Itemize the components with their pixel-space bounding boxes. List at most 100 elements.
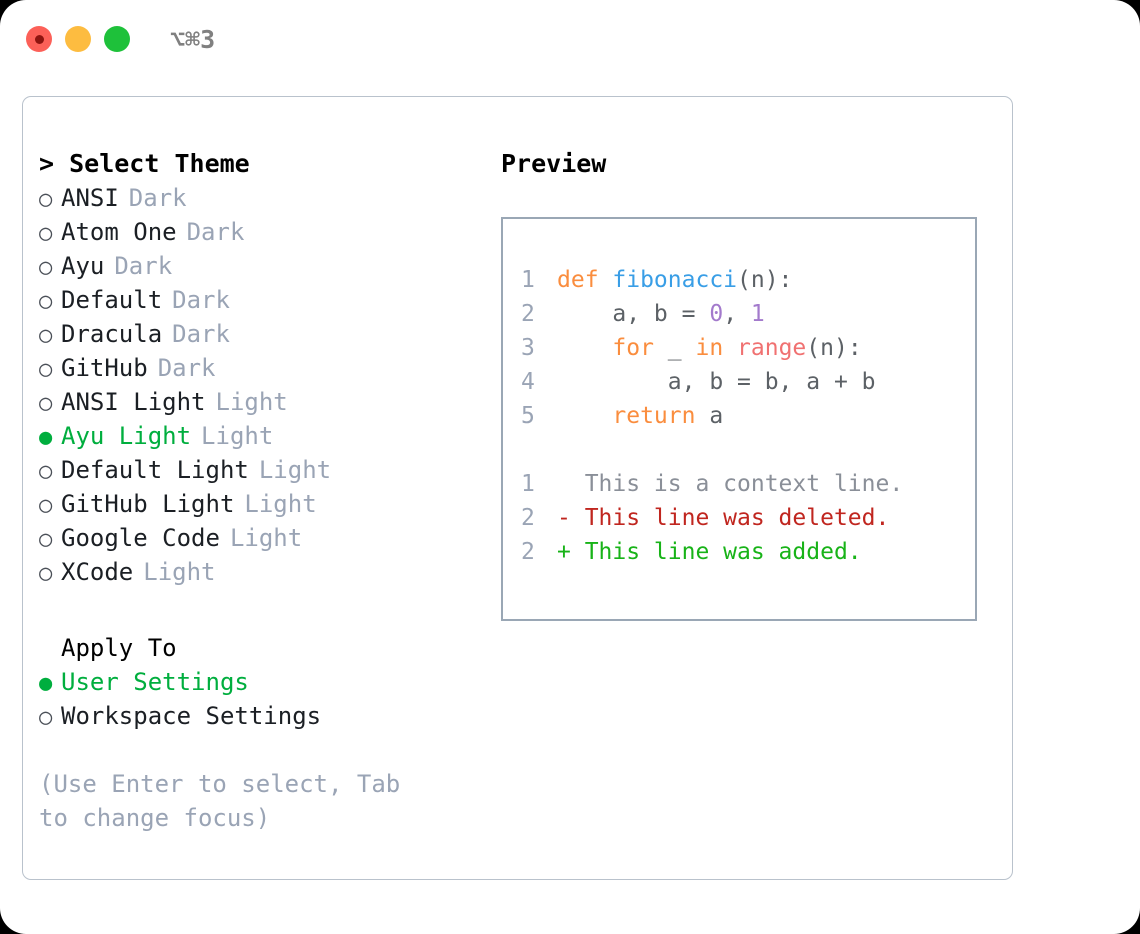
keyboard-hint-text: (Use Enter to select, Tab to change focu… <box>39 770 401 832</box>
theme-item-tag: Light <box>143 558 216 586</box>
diff-line-content-add: + This line was added. <box>557 539 862 565</box>
diff-line: 2+ This line was added. <box>521 535 975 569</box>
code-line-number: 4 <box>521 369 535 395</box>
radio-unselected-icon: ○ <box>39 221 53 246</box>
token-kw: def <box>557 267 613 293</box>
apply-to-list: ●User Settings ○ Workspace Settings <box>39 665 479 733</box>
token-num: 1 <box>750 301 765 327</box>
apply-to-item-label: Workspace Settings <box>61 702 322 730</box>
token-plain <box>557 403 612 429</box>
token-fn: fibonacci <box>612 267 738 293</box>
apply-to-item-0[interactable]: ●User Settings <box>39 665 479 699</box>
diff-line-number: 1 <box>521 471 535 497</box>
theme-item-label: Default Light <box>61 456 249 484</box>
code-line: 3 for _ in range(n): <box>521 331 975 365</box>
apply-to-heading-label: Apply To <box>61 634 177 662</box>
theme-item-tag: Light <box>258 456 332 484</box>
theme-item-label: Google Code <box>61 524 220 552</box>
theme-item-tag: Light <box>244 490 317 518</box>
token-plain: _ <box>653 335 696 361</box>
theme-item-tag: Dark <box>186 218 245 246</box>
code-line-number: 5 <box>521 403 535 429</box>
token-builtin: range <box>737 335 807 361</box>
radio-unselected-icon: ○ <box>39 705 53 730</box>
title-bar: ⌥⌘3 <box>0 0 1140 78</box>
code-line-content: for _ in range(n): <box>549 331 861 365</box>
token-plain <box>723 335 737 361</box>
theme-item-3[interactable]: ○ Default Dark <box>39 283 479 317</box>
token-plain: a, b = <box>557 301 710 327</box>
theme-item-tag: Light <box>229 524 303 552</box>
select-theme-heading: > Select Theme <box>39 149 250 178</box>
maximize-window-button[interactable] <box>104 26 130 52</box>
theme-item-9[interactable]: ○ GitHub Light Light <box>39 487 479 521</box>
radio-selected-icon: ● <box>39 671 53 696</box>
theme-item-tag: Dark <box>172 320 230 348</box>
theme-item-tag: Dark <box>128 184 187 212</box>
radio-unselected-icon: ○ <box>39 391 53 416</box>
radio-unselected-icon: ○ <box>39 255 53 280</box>
diff-sample: 1 This is a context line. 2 - This line wa… <box>521 467 975 569</box>
traffic-lights <box>26 26 130 52</box>
radio-unselected-icon: ○ <box>39 357 53 382</box>
radio-unselected-icon: ○ <box>39 187 53 212</box>
diff-line-number: 2 <box>521 505 535 531</box>
radio-selected-icon: ● <box>39 425 53 450</box>
theme-item-label: Dracula <box>61 320 163 348</box>
minimize-window-button[interactable] <box>65 26 91 52</box>
theme-item-label: ANSI Light <box>61 388 206 416</box>
theme-item-label: Default <box>61 286 163 314</box>
theme-item-1[interactable]: ○ Atom One Dark <box>39 215 479 249</box>
code-line: 5 return a <box>521 399 975 433</box>
theme-item-tag: Light <box>201 422 274 450</box>
keyboard-shortcut-label: ⌥⌘3 <box>170 24 216 54</box>
token-kw: return <box>612 403 696 429</box>
code-line-number: 2 <box>521 301 535 327</box>
code-line-content: return a <box>549 399 723 433</box>
theme-item-label: Atom One <box>61 218 177 246</box>
code-line: 4 a, b = b, a + b <box>521 365 975 399</box>
diff-line-content-ctx: This is a context line. <box>557 471 904 497</box>
diff-line-content-del: - This line was deleted. <box>557 505 890 531</box>
close-icon <box>34 34 44 44</box>
theme-item-tag: Dark <box>114 252 173 280</box>
apply-to-item-1[interactable]: ○ Workspace Settings <box>39 699 479 733</box>
theme-item-8[interactable]: ○ Default Light Light <box>39 453 479 487</box>
theme-item-label: ANSI <box>61 184 119 212</box>
apply-to-bullet-placeholder: ○ <box>39 631 61 665</box>
hint-spacer <box>39 733 479 767</box>
theme-item-6[interactable]: ○ ANSI Light Light <box>39 385 479 419</box>
theme-item-4[interactable]: ○ Dracula Dark <box>39 317 479 351</box>
theme-item-7[interactable]: ● Ayu Light Light <box>39 419 479 453</box>
radio-unselected-icon: ○ <box>39 289 53 314</box>
code-line: 2 a, b = 0, 1 <box>521 297 975 331</box>
token-kw: for <box>612 335 654 361</box>
radio-unselected-icon: ○ <box>39 493 53 518</box>
token-kw: in <box>695 335 724 361</box>
close-window-button[interactable] <box>26 26 52 52</box>
theme-item-label: GitHub Light <box>61 490 235 518</box>
theme-item-0[interactable]: ○ ANSI Dark <box>39 181 479 215</box>
list-spacer <box>39 589 479 631</box>
preview-heading: Preview <box>501 149 607 178</box>
theme-item-tag: Light <box>215 388 288 416</box>
radio-unselected-icon: ○ <box>39 323 53 348</box>
code-line-number: 1 <box>521 267 535 293</box>
token-plain: a <box>695 403 724 429</box>
code-line-number: 3 <box>521 335 535 361</box>
radio-unselected-icon: ○ <box>39 561 53 586</box>
radio-unselected-icon: ○ <box>39 459 53 484</box>
theme-item-label: GitHub <box>61 354 148 382</box>
theme-item-tag: Dark <box>172 286 230 314</box>
theme-item-label: Ayu Light <box>61 422 192 450</box>
